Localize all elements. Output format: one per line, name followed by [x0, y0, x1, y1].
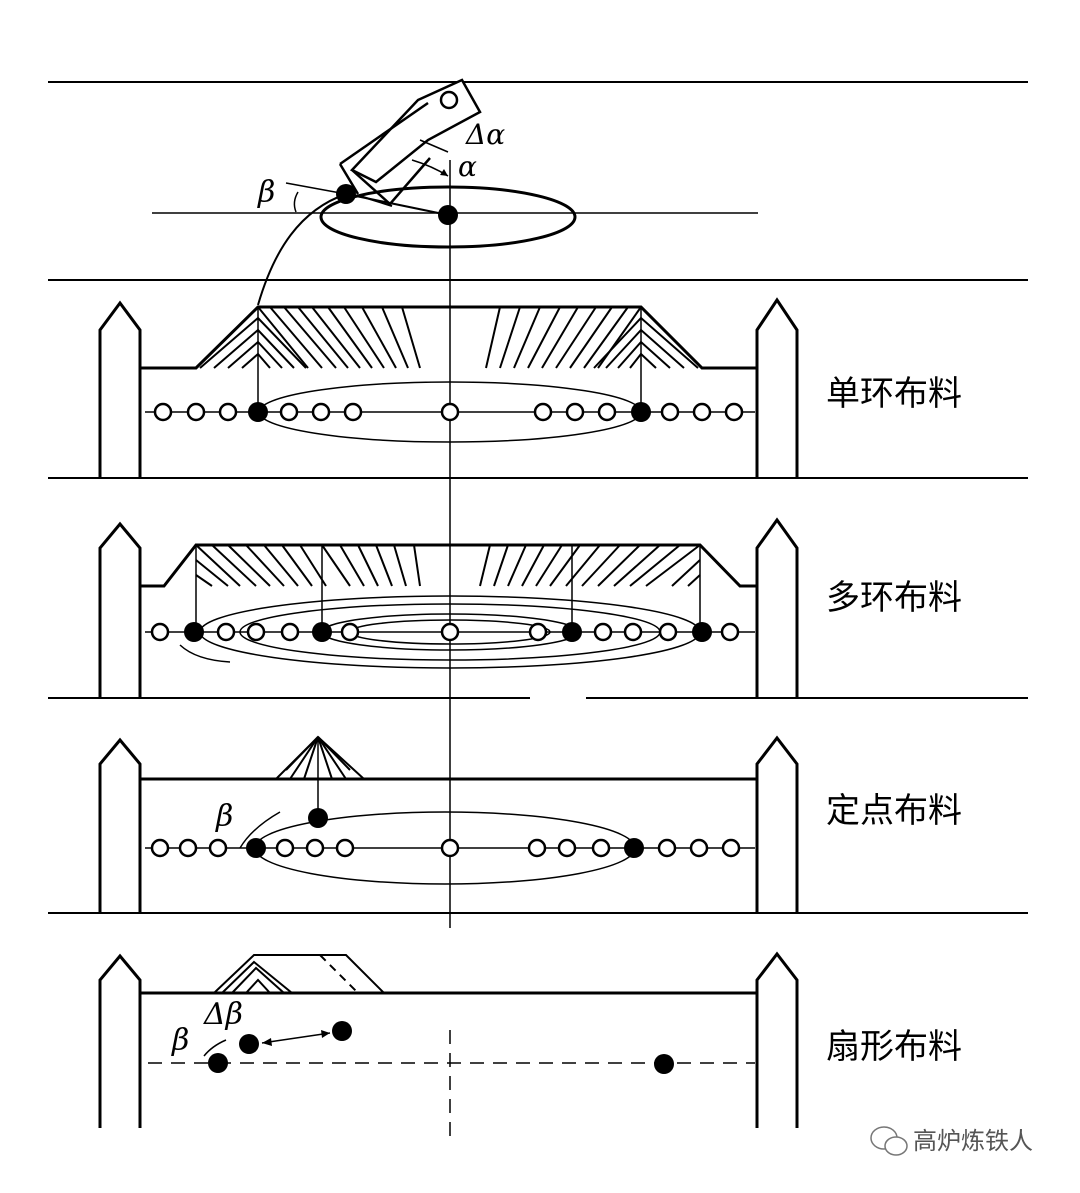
section-fixed-point [98, 735, 799, 913]
watermark-text: 高炉炼铁人 [913, 1127, 1033, 1155]
beta-symbol-sector: β [171, 1023, 189, 1058]
label-fixed-point: 定点布料 [826, 791, 962, 831]
section-sector [98, 951, 799, 1128]
beta-symbol-fixed: β [215, 799, 233, 834]
wechat-icon [870, 1126, 908, 1156]
section-single-ring [98, 297, 799, 479]
section-multi-ring [98, 517, 799, 698]
delta-alpha-symbol: Δα [465, 118, 505, 151]
section-dividers [48, 81, 1028, 914]
label-single-ring: 单环布料 [826, 374, 962, 414]
label-sector: 扇形布料 [826, 1027, 962, 1067]
watermark: 高炉炼铁人 [870, 1126, 1033, 1156]
delta-beta-symbol: Δβ [203, 997, 243, 1032]
chute-schematic [152, 78, 758, 306]
beta-symbol-top: β [257, 175, 275, 210]
label-multi-ring: 多环布料 [826, 578, 962, 618]
alpha-symbol: α [458, 150, 477, 183]
